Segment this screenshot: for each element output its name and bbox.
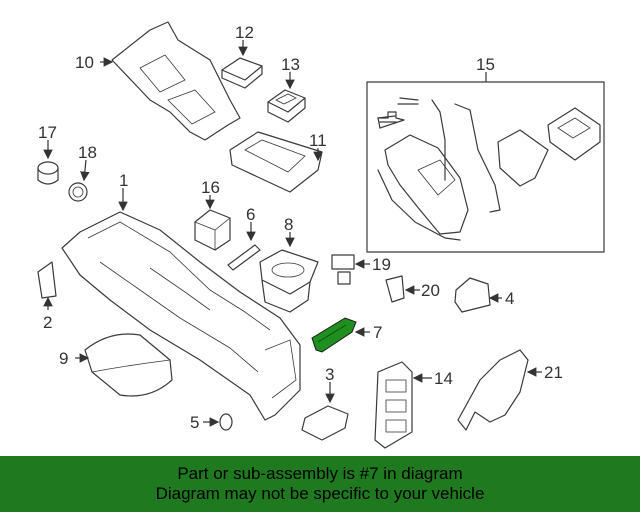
label-18: 18 (78, 143, 97, 162)
label-4: 4 (505, 289, 514, 308)
label-11: 11 (309, 131, 327, 150)
info-banner: Part or sub-assembly is #7 in diagram Di… (0, 456, 640, 512)
parts-diagram: 10 12 13 15 11 17 18 1 16 6 8 19 20 4 2 … (37, 21, 605, 449)
part-20[interactable] (385, 275, 405, 303)
part-4[interactable] (454, 277, 491, 313)
part-6[interactable] (227, 244, 261, 271)
part-17[interactable] (37, 161, 59, 185)
label-6: 6 (246, 205, 255, 224)
part-8[interactable] (259, 249, 319, 313)
label-19: 19 (372, 255, 391, 274)
label-21: 21 (544, 363, 563, 382)
part-5[interactable] (219, 413, 233, 431)
part-14[interactable] (374, 361, 413, 449)
part-11[interactable] (229, 131, 323, 193)
label-17: 17 (38, 123, 57, 142)
part-7-highlighted[interactable] (311, 317, 357, 353)
part-2[interactable] (37, 261, 57, 299)
label-16: 16 (201, 178, 220, 197)
label-10: 10 (75, 53, 94, 72)
label-7: 7 (373, 323, 382, 342)
part-18[interactable] (68, 182, 88, 202)
label-13: 13 (281, 55, 300, 74)
label-3: 3 (325, 365, 334, 384)
part-21[interactable] (457, 349, 529, 431)
part-10[interactable] (111, 21, 241, 141)
part-16[interactable] (194, 209, 231, 251)
label-12: 12 (235, 23, 254, 42)
part-1[interactable] (61, 211, 301, 421)
label-8: 8 (284, 215, 293, 234)
label-14: 14 (434, 369, 453, 388)
subassembly-box-15 (366, 81, 605, 253)
label-2: 2 (43, 313, 52, 332)
part-19[interactable] (331, 254, 355, 285)
banner-line-1: Part or sub-assembly is #7 in diagram (177, 464, 463, 483)
part-13[interactable] (267, 89, 306, 123)
part-3[interactable] (301, 405, 349, 441)
part-9[interactable] (84, 333, 173, 397)
label-5: 5 (190, 413, 199, 432)
label-1: 1 (119, 171, 128, 190)
banner-line-2: Diagram may not be specific to your vehi… (155, 484, 485, 503)
label-20: 20 (421, 281, 440, 300)
part-12[interactable] (221, 57, 263, 89)
label-15: 15 (476, 55, 495, 74)
part-15-components[interactable] (377, 97, 601, 241)
label-9: 9 (59, 349, 68, 368)
